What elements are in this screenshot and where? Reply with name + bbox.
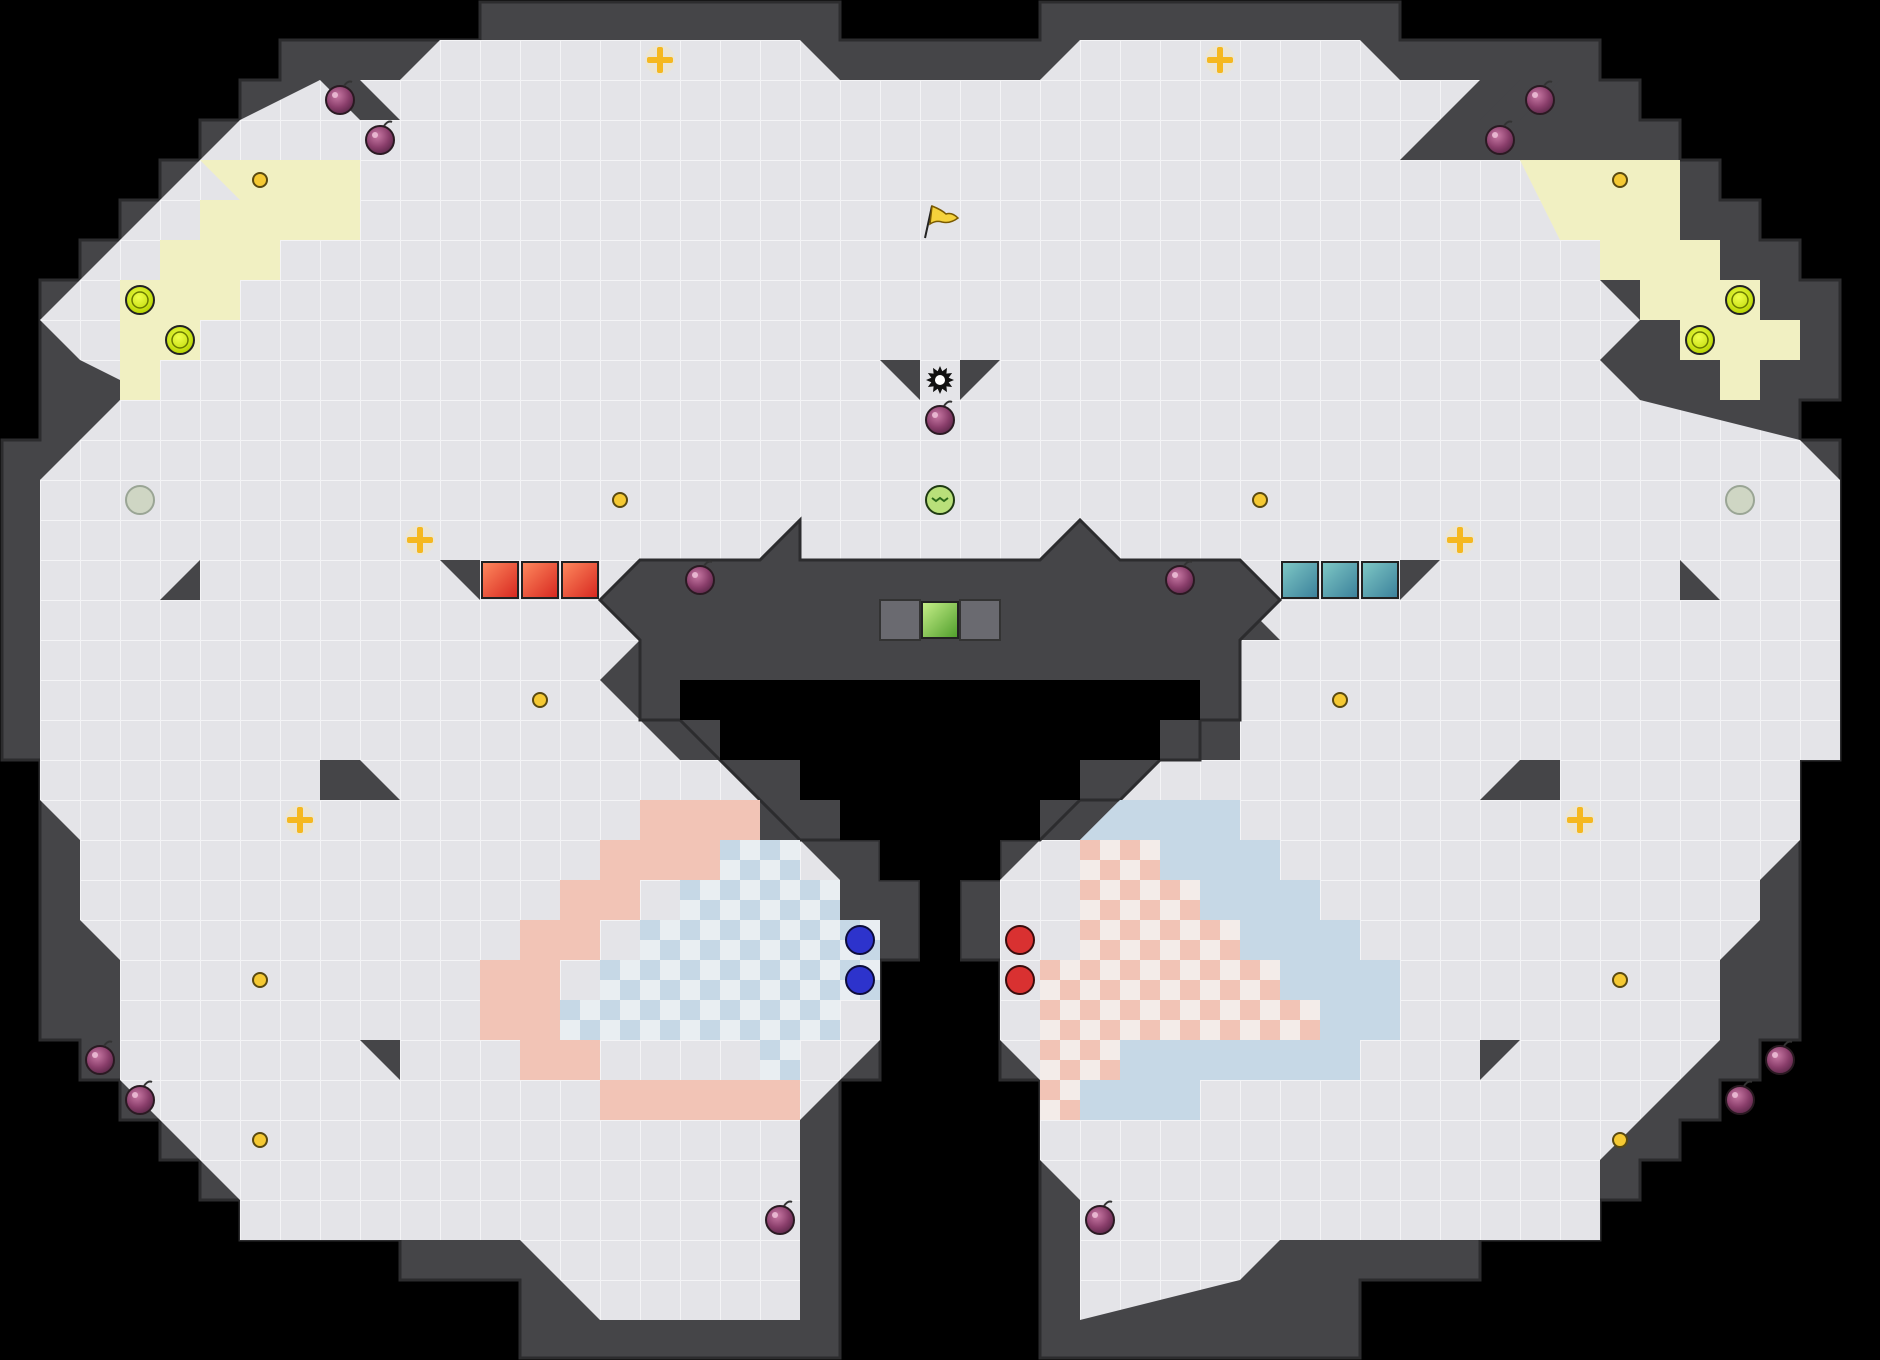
- wall-stub: [1400, 560, 1440, 600]
- powerup-icon: [405, 525, 435, 555]
- boost-pad-icon: [612, 492, 628, 508]
- yellow-zone-right: [1520, 160, 1800, 400]
- bomb-icon: [125, 1080, 155, 1115]
- gray-gate-icon: [1725, 485, 1755, 515]
- spike-right-ramp: [960, 360, 1000, 400]
- blue-ball-icon: [845, 965, 875, 995]
- entities-layer: [85, 45, 1795, 1235]
- bomb-icon: [685, 560, 715, 595]
- bomb-icon: [1485, 120, 1515, 155]
- portal-frame-right: [959, 599, 1001, 641]
- bomb-icon: [1765, 1040, 1795, 1075]
- bomb-icon: [1525, 80, 1555, 115]
- powerup-icon: [645, 45, 675, 75]
- red-block-icon: [561, 561, 599, 599]
- powerup-icon: [285, 805, 315, 835]
- bomb-icon: [1165, 560, 1195, 595]
- boost-pad-icon: [252, 1132, 268, 1148]
- wall-stub: [1480, 760, 1560, 800]
- red-check-right: [1040, 840, 1320, 1120]
- gray-gate-icon: [125, 485, 155, 515]
- center-void: [597, 516, 1283, 1360]
- wall-stub: [160, 560, 200, 600]
- team-zones: [480, 800, 1400, 1120]
- boost-pad-icon: [252, 972, 268, 988]
- bomb-icon: [765, 1200, 795, 1235]
- boost-pad-icon: [1332, 692, 1348, 708]
- teal-block-icon: [1281, 561, 1319, 599]
- bomb-icon: [1085, 1200, 1115, 1235]
- teal-block-icon: [1361, 561, 1399, 599]
- boost-pad-icon: [1612, 972, 1628, 988]
- wall-stubs: [160, 80, 1720, 1080]
- bomb-icon: [85, 1040, 115, 1075]
- yellow-gate-icon: [1725, 285, 1755, 315]
- blue-check-left: [560, 840, 880, 1080]
- blue-ball-icon: [845, 925, 875, 955]
- boost-pad-icon: [1252, 492, 1268, 508]
- boost-pad-icon: [532, 692, 548, 708]
- powerup-icon: [1445, 525, 1475, 555]
- wall-stub: [320, 760, 400, 800]
- flag-icon: [924, 204, 960, 239]
- bomb-icon: [365, 120, 395, 155]
- red-ball-icon: [1005, 925, 1035, 955]
- yellow-gate-icon: [165, 325, 195, 355]
- powerup-icon: [1205, 45, 1235, 75]
- portal-frame-left: [879, 599, 921, 641]
- boost-pad-icon: [1612, 1132, 1628, 1148]
- center-portal: [879, 599, 1001, 641]
- red-block-icon: [481, 561, 519, 599]
- wall-stub: [360, 1040, 400, 1080]
- spike-left-ramp: [880, 360, 920, 400]
- wall-stub: [1480, 1040, 1520, 1080]
- bomb-icon: [325, 80, 355, 115]
- blue-spawn-blocks: [1281, 561, 1399, 599]
- teal-block-icon: [1321, 561, 1359, 599]
- spike-icon: [926, 366, 954, 394]
- green-button-icon: [925, 485, 955, 515]
- wall-stub: [440, 560, 480, 600]
- yellow-gate-icon: [125, 285, 155, 315]
- bomb-icon: [925, 400, 955, 435]
- red-spawn-blocks: [481, 561, 599, 599]
- center-void-pit: [680, 680, 1200, 1360]
- boost-pad-icon: [1612, 172, 1628, 188]
- yellow-gate-icon: [1685, 325, 1715, 355]
- green-portal-icon: [921, 601, 959, 639]
- red-ball-icon: [1005, 965, 1035, 995]
- wall-stub: [1680, 560, 1720, 600]
- bomb-icon: [1725, 1080, 1755, 1115]
- powerup-icon: [1565, 805, 1595, 835]
- boost-pad-icon: [252, 172, 268, 188]
- red-block-icon: [521, 561, 559, 599]
